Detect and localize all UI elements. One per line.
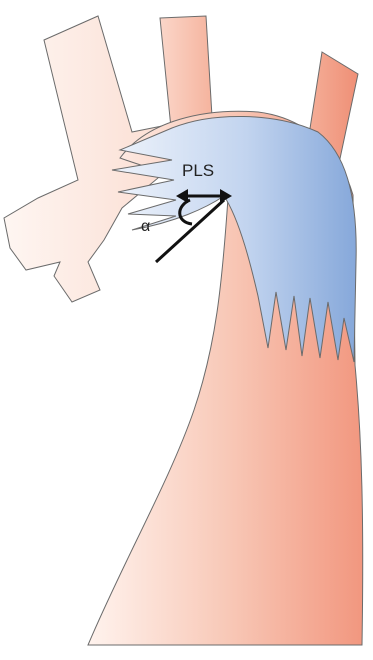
alpha-label: α [141, 218, 150, 235]
pls-label: PLS [182, 161, 214, 180]
